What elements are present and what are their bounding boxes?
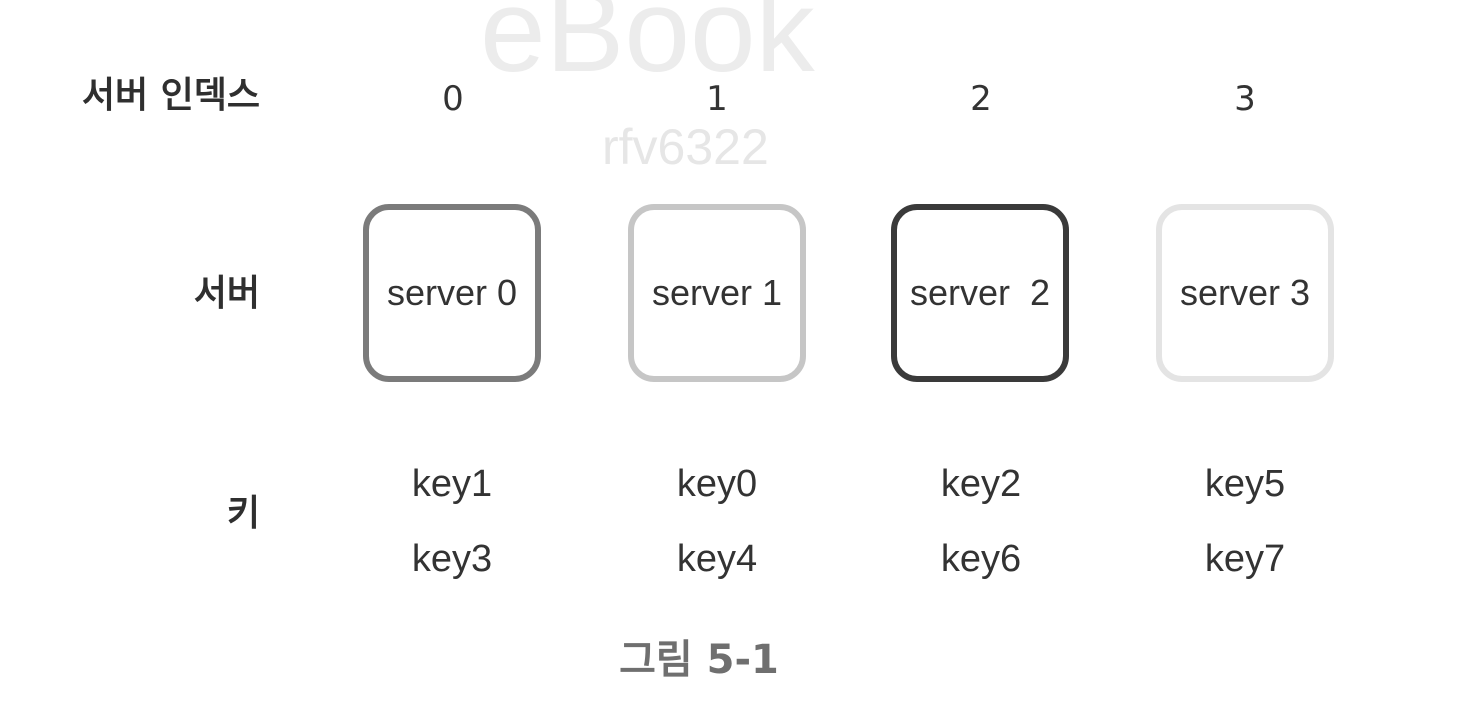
server-box-2: server 2 bbox=[891, 204, 1069, 382]
key-3-0: key5 bbox=[1204, 463, 1286, 505]
server-label: 서버 bbox=[193, 273, 260, 314]
server-box-1: server 1 bbox=[628, 204, 806, 382]
key-2-0: key2 bbox=[940, 463, 1022, 505]
watermark-subtitle: rfv6322 bbox=[602, 119, 769, 175]
server-index-label: 서버 인덱스 bbox=[81, 75, 260, 116]
server-box-0: server 0 bbox=[363, 204, 541, 382]
server-name-3: server 3 bbox=[1179, 272, 1311, 313]
key-label: 키 bbox=[226, 493, 260, 534]
key-1-0: key0 bbox=[676, 463, 758, 505]
figure-caption: 그림 5-1 bbox=[619, 637, 779, 683]
server-name-1: server 1 bbox=[651, 272, 783, 313]
server-index-1: 1 bbox=[706, 79, 728, 119]
server-name-0: server 0 bbox=[386, 272, 518, 313]
key-1-1: key4 bbox=[676, 538, 758, 580]
server-index-2: 2 bbox=[970, 79, 992, 119]
key-0-0: key1 bbox=[411, 463, 493, 505]
server-index-0: 0 bbox=[442, 79, 464, 119]
server-box-3: server 3 bbox=[1156, 204, 1334, 382]
server-name-2: server 2 bbox=[909, 272, 1051, 313]
key-0-1: key3 bbox=[411, 538, 493, 580]
server-index-3: 3 bbox=[1234, 79, 1256, 119]
watermark-title: eBook bbox=[480, 0, 815, 97]
key-2-1: key6 bbox=[940, 538, 1022, 580]
key-3-1: key7 bbox=[1204, 538, 1286, 580]
